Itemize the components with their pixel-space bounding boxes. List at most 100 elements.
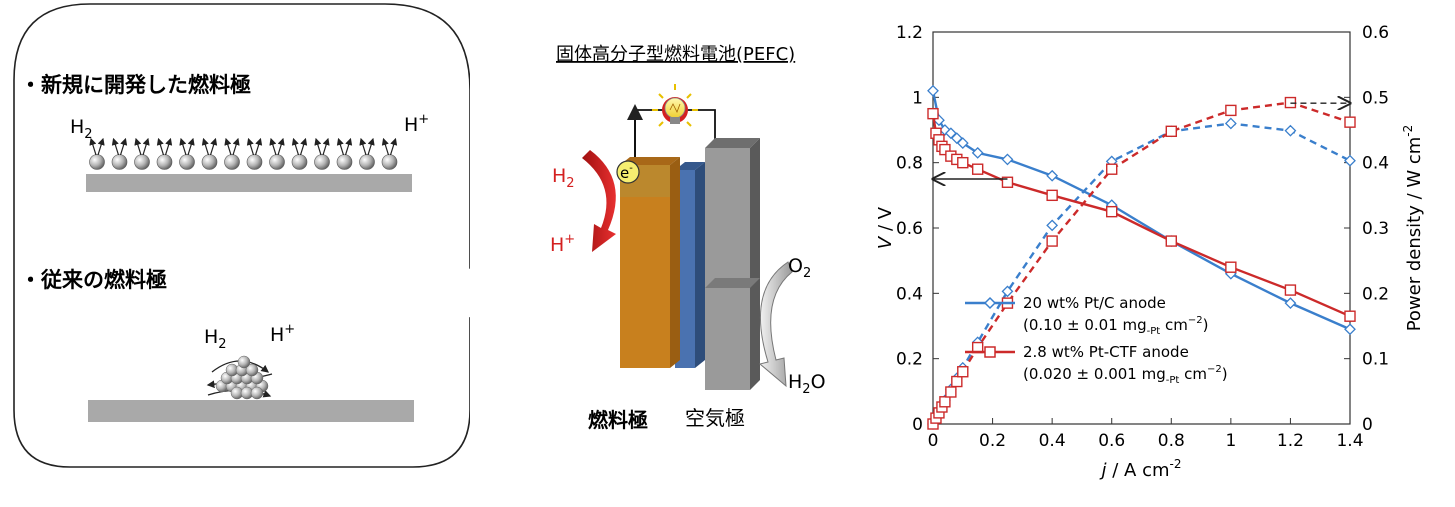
hydrogen-oxidation-arrow — [582, 150, 616, 252]
anode-hplus-label: H+ — [550, 232, 575, 256]
voltage-point — [956, 137, 969, 149]
x-tick-label: 0.6 — [1098, 431, 1125, 451]
svg-text:(0.10 ± 0.01 mg-Pt cm−2): (0.10 ± 0.01 mg-Pt cm−2) — [1023, 315, 1208, 337]
voltage-point — [1046, 189, 1058, 202]
oxygen-reduction-arrow — [758, 261, 793, 388]
single-atom-site — [156, 137, 173, 170]
pt-particle — [237, 355, 251, 369]
voltage-point — [927, 107, 939, 120]
cathode-label: 空気極 — [685, 406, 745, 430]
voltage-point — [957, 156, 969, 169]
right-axis-ticks: 00.10.20.30.40.50.6 — [1344, 23, 1389, 435]
cathode-o2-label: O2 — [788, 255, 811, 281]
x-tick-label: 1 — [1225, 431, 1236, 451]
x-tick-label: 1.2 — [1277, 431, 1304, 451]
nanoparticle-cluster — [215, 355, 269, 400]
power-point — [1344, 154, 1356, 167]
voltage-point — [1001, 176, 1014, 188]
series-layer — [927, 84, 1356, 430]
right-y-tick-label: 0.2 — [1362, 284, 1389, 304]
voltage-point — [1165, 235, 1177, 247]
single-atom-site — [381, 137, 398, 170]
svg-text:(0.020 ± 0.001 mg-Pt cm−2): (0.020 ± 0.001 mg-Pt cm−2) — [1023, 364, 1228, 386]
light-bulb-icon — [652, 84, 698, 127]
new-anode-substrate — [86, 174, 412, 192]
voltage-point — [1284, 284, 1297, 296]
single-atom-site — [179, 137, 195, 170]
pt-particle — [250, 386, 264, 400]
left-y-tick-label: 0.4 — [896, 284, 923, 304]
x-tick-label: 0.4 — [1039, 431, 1066, 451]
left-y-tick-label: 0.2 — [896, 350, 923, 370]
fuel-cell-svg: 固体高分子型燃料電池(PEFC) — [550, 44, 826, 432]
power-point — [1284, 124, 1297, 137]
power-point — [951, 375, 963, 388]
anode-label: 燃料極 — [588, 408, 648, 432]
speech-bubble — [13, 3, 591, 468]
single-atom-site — [269, 137, 285, 170]
pt-particle — [245, 363, 259, 377]
right-y-tick-label: 0.3 — [1362, 219, 1389, 239]
power-point — [1106, 163, 1118, 175]
anode-comparison-panel: ・新規に開発した燃料極 H2 H+ ・従来の燃料極 H2 H+ — [0, 0, 591, 503]
left-y-tick-label: 0.6 — [896, 219, 923, 239]
left-y-axis-label: V / V — [875, 206, 896, 249]
x-axis-label: j / A cm-2 — [1099, 457, 1182, 481]
voltage-point — [971, 146, 984, 159]
single-atom-site — [314, 137, 330, 170]
legend-entry-ptc: 20 wt% Pt/C anode (0.10 ± 0.01 mg-Pt cm−… — [965, 294, 1208, 337]
x-tick-label: 0 — [928, 431, 939, 451]
anode-comparison-svg: ・新規に開発した燃料極 H2 H+ ・従来の燃料極 H2 H+ — [13, 3, 591, 468]
conventional-anode-substrate — [88, 400, 414, 422]
electron-marker: e- — [616, 160, 640, 184]
cathode-plate — [705, 138, 760, 390]
right-y-tick-label: 0.4 — [1362, 154, 1389, 174]
conv-h2-label: H2 — [204, 326, 227, 352]
new-anode-label: ・新規に開発した燃料極 — [20, 73, 251, 97]
single-atom-site — [246, 137, 263, 170]
svg-text:20 wt% Pt/C anode: 20 wt% Pt/C anode — [1023, 294, 1166, 312]
single-atom-row — [89, 137, 398, 170]
left-y-tick-label: 1 — [912, 88, 923, 108]
voltage-point — [971, 163, 984, 175]
single-atom-site — [134, 137, 150, 170]
single-atom-site — [291, 137, 308, 170]
power-point — [945, 386, 957, 398]
single-atom-site — [224, 137, 240, 170]
power-point — [1165, 125, 1177, 138]
x-tick-label: 0.2 — [979, 431, 1006, 451]
voltage-point — [1001, 153, 1014, 166]
single-atom-site — [359, 137, 375, 170]
series-1 — [927, 96, 1356, 430]
single-atom-site — [336, 137, 353, 170]
new-hplus-label: H+ — [404, 112, 429, 136]
left-y-tick-label: 1.2 — [896, 23, 923, 43]
x-tick-label: 1.4 — [1336, 431, 1363, 451]
single-atom-site — [201, 137, 218, 170]
voltage-point — [927, 84, 939, 97]
power-point — [1046, 219, 1059, 232]
new-h2-label: H2 — [70, 116, 93, 142]
anode-h2-label: H2 — [552, 165, 575, 191]
legend-entry-ptctf: 2.8 wt% Pt-CTF anode (0.020 ± 0.001 mg-P… — [965, 343, 1228, 386]
svg-text:e-: e- — [620, 163, 633, 182]
pefc-title: 固体高分子型燃料電池(PEFC) — [556, 44, 795, 65]
power-point — [1344, 116, 1356, 128]
single-atom-site — [111, 137, 128, 170]
fuel-cell-diagram: 固体高分子型燃料電池(PEFC) — [470, 0, 900, 503]
power-point — [939, 396, 951, 408]
voltage-point — [1046, 169, 1059, 182]
anode-plate — [620, 157, 680, 368]
right-y-tick-label: 0.5 — [1362, 88, 1389, 108]
power-point — [1001, 285, 1014, 298]
left-y-tick-label: 0 — [912, 415, 923, 435]
conv-hplus-label: H+ — [270, 322, 295, 346]
cathode-h2o-label: H2O — [788, 371, 826, 397]
right-y-tick-label: 0.6 — [1362, 23, 1389, 43]
voltage-point — [939, 143, 951, 156]
power-point — [957, 366, 969, 378]
svg-text:2.8 wt% Pt-CTF anode: 2.8 wt% Pt-CTF anode — [1023, 343, 1189, 361]
